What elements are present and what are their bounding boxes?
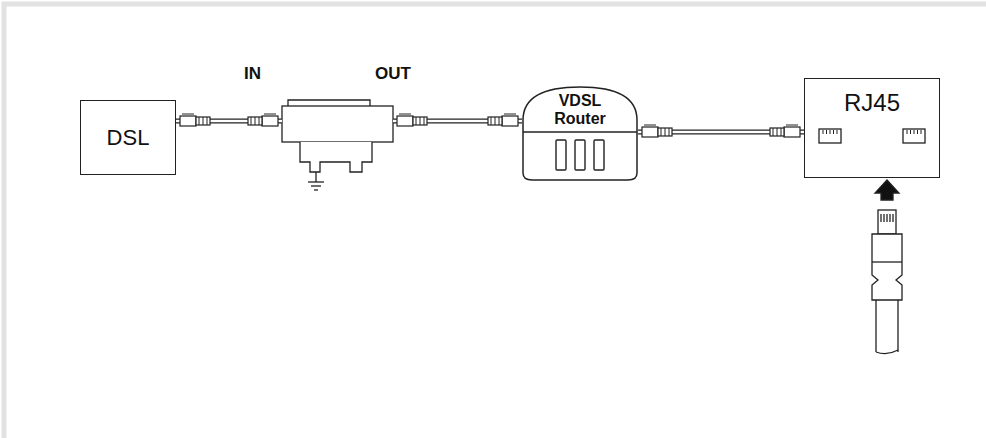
- plug-clip: [644, 125, 656, 126]
- plug-ridge: [424, 117, 425, 125]
- plug-clip: [504, 114, 516, 115]
- router-body: [523, 87, 637, 180]
- plug-ridge: [491, 117, 492, 125]
- router-divider: [523, 131, 637, 133]
- node-label: OUT: [375, 64, 411, 84]
- plug-ridge: [416, 117, 417, 125]
- router-port: [556, 140, 566, 170]
- node-label: RJ45: [805, 89, 939, 117]
- plug-ridge: [420, 117, 421, 125]
- plug-clip: [399, 114, 411, 115]
- plug-ridge: [495, 117, 496, 125]
- rj45-socket-box: RJ45: [804, 78, 940, 178]
- surge-protector-box: INOUT: [282, 100, 393, 142]
- router-port: [594, 140, 604, 170]
- plug-tip: [784, 127, 800, 137]
- plug-ridge: [777, 128, 778, 136]
- plug-ridge: [665, 128, 666, 136]
- surge-protector: [282, 100, 393, 190]
- cable-connector: [638, 125, 804, 137]
- plug-ridge: [259, 117, 260, 125]
- plug-clip: [786, 125, 798, 126]
- cable-connector: [176, 114, 282, 126]
- plug-clip: [264, 114, 276, 115]
- plug-ridge: [499, 117, 500, 125]
- plug-tip: [262, 116, 278, 126]
- plug-ridge: [773, 128, 774, 136]
- plug-ridge: [781, 128, 782, 136]
- plug-ridge: [207, 117, 208, 125]
- port-contact: [823, 130, 824, 134]
- plug-boot: [413, 117, 427, 125]
- port-contact: [910, 130, 911, 134]
- node-label: IN: [244, 64, 261, 84]
- node-label: DSL: [107, 125, 150, 151]
- port-contact: [914, 130, 915, 134]
- port-contact: [833, 130, 834, 134]
- port-contact: [921, 130, 922, 134]
- dsl-box: DSL: [80, 100, 176, 175]
- plug-ridge: [251, 117, 252, 125]
- plug-ridge: [669, 128, 670, 136]
- plug-illustration: [872, 180, 902, 354]
- plug-boot: [770, 128, 784, 136]
- router-box: VDSL Router: [522, 86, 638, 181]
- plug-tip: [180, 116, 196, 126]
- frame: [4, 4, 986, 438]
- cable-connector: [393, 114, 522, 126]
- plug-ridge: [203, 117, 204, 125]
- plug-tip: [502, 116, 518, 126]
- plug-ridge: [199, 117, 200, 125]
- plug-boot: [658, 128, 672, 136]
- plug-tip: [642, 127, 658, 137]
- node-label: VDSL Router: [542, 92, 618, 128]
- router-port: [575, 140, 585, 170]
- plug-ridge: [255, 117, 256, 125]
- socket-port: [819, 129, 841, 143]
- socket-port: [903, 129, 925, 143]
- port-contact: [837, 130, 838, 134]
- plug-boot: [196, 117, 210, 125]
- port-contact: [830, 130, 831, 134]
- port-contact: [917, 130, 918, 134]
- plug-clip: [182, 114, 194, 115]
- plug-boot: [488, 117, 502, 125]
- port-contact: [826, 130, 827, 134]
- plug-tip: [397, 116, 413, 126]
- plug-boot: [248, 117, 262, 125]
- plug-ridge: [661, 128, 662, 136]
- port-contact: [907, 130, 908, 134]
